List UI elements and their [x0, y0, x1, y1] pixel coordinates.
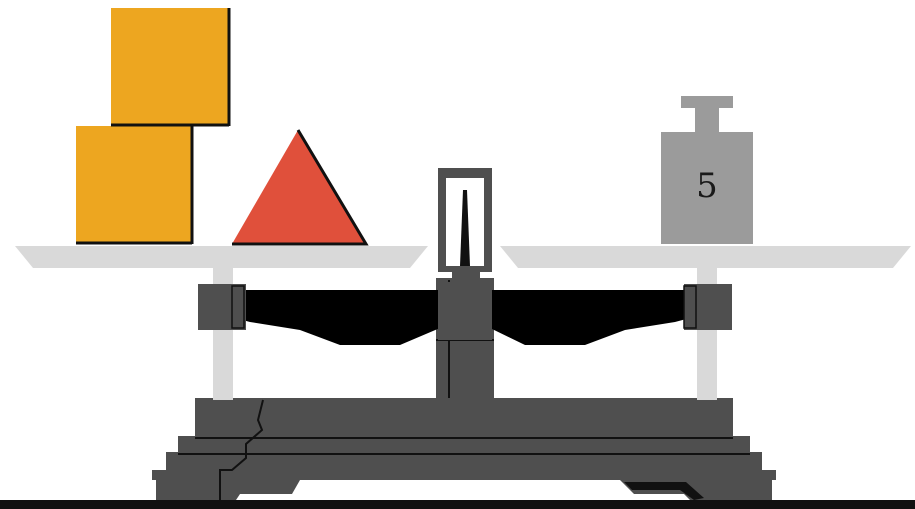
ground-line — [0, 500, 915, 509]
right-pan — [500, 246, 911, 268]
balance-indicator — [438, 168, 492, 272]
triangle-block — [232, 130, 366, 244]
balance-beam — [198, 270, 732, 345]
left-pan — [15, 246, 428, 268]
scale-base — [152, 398, 776, 500]
numbered-weight: 5 — [661, 96, 753, 244]
upper-cube-block — [111, 8, 229, 126]
lower-cube-block — [76, 126, 192, 244]
weight-label: 5 — [696, 166, 718, 206]
